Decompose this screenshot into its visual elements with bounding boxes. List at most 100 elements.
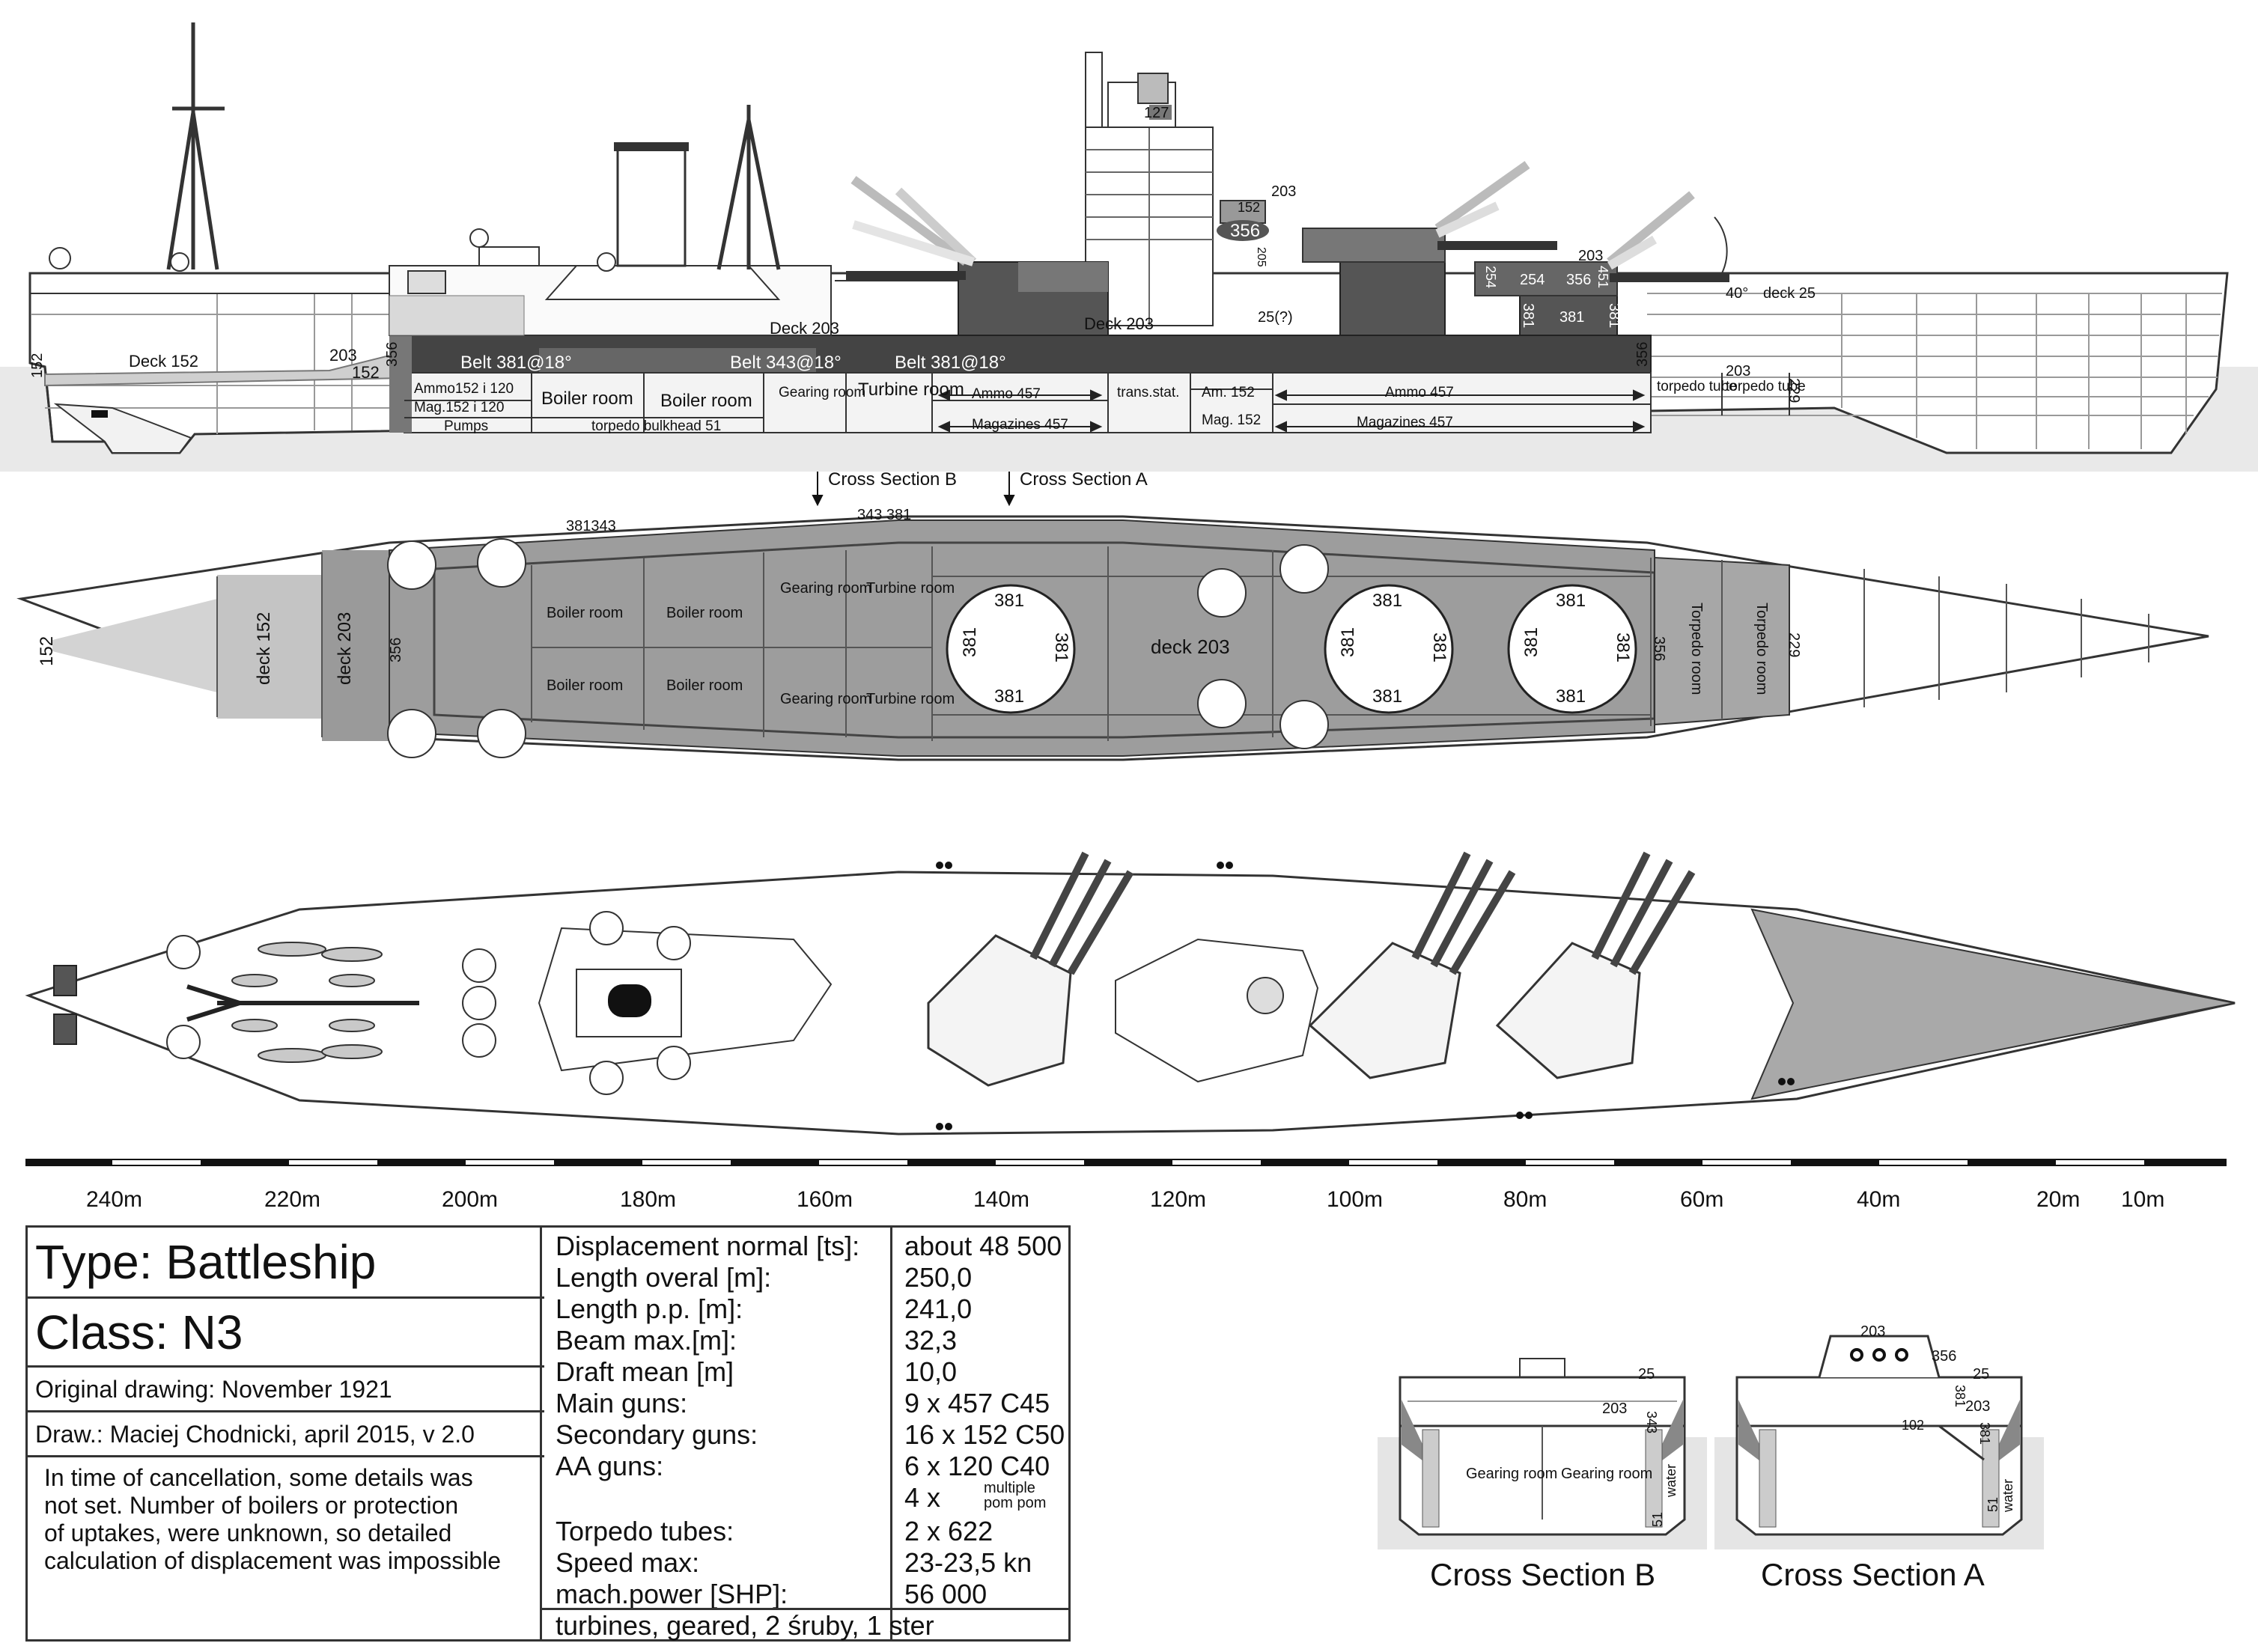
elevation-label: 40° <box>1726 285 1748 302</box>
spec-row: Length p.p. [m]:241,0 <box>556 1293 973 1324</box>
spec-row: Main guns: 9 x 457 C45 <box>556 1388 1050 1418</box>
svg-text:381: 381 <box>1051 633 1071 662</box>
pompom-note: multiple <box>984 1480 1035 1496</box>
scale-label: 10m <box>2121 1187 2164 1212</box>
xs-armor-value: 25 <box>1638 1366 1655 1383</box>
funnel-opening <box>608 984 651 1017</box>
type-box: Type: Battleship Class: N3 Original draw… <box>25 1225 544 1642</box>
scale-label: 100m <box>1327 1187 1383 1212</box>
armor-value: 203 <box>1726 363 1750 380</box>
xs-armor-value: 51 <box>1650 1512 1665 1527</box>
gun-barrels <box>1029 851 1696 975</box>
turret-profile-a <box>1302 161 1557 336</box>
xs-compartment: Gearing room <box>1466 1466 1557 1482</box>
xs-armor-value: 356 <box>1932 1348 1956 1365</box>
spec-row: Length overal [m]:250,0 <box>556 1262 973 1293</box>
armor-value: 343 381 <box>857 507 911 523</box>
ship-class: Class: N3 <box>28 1299 544 1368</box>
belt-label: Belt 343@18° <box>730 353 842 373</box>
scale-label: 60m <box>1680 1187 1723 1212</box>
cancellation-note: In time of cancellation, some details wa… <box>44 1464 502 1574</box>
bollards <box>936 862 1795 1130</box>
svg-text:381: 381 <box>1521 627 1542 657</box>
cross-section-b-title: Cross Section B <box>1430 1557 1656 1592</box>
armor-value: 152 <box>1238 200 1260 215</box>
compartment-label: Ammo152 i 120 <box>414 381 514 397</box>
armor-value: 127 <box>1144 105 1169 121</box>
scale-label: 80m <box>1503 1187 1547 1212</box>
compartment-label: Boiler room <box>541 388 633 409</box>
armor-value: 451 <box>1595 266 1610 288</box>
plan-compartment: Boiler room <box>666 677 743 694</box>
specifications-table: Displacement normal [ts]:about 48 500 Le… <box>542 1225 1071 1642</box>
svg-text:381: 381 <box>994 591 1024 611</box>
scale-label: 220m <box>264 1187 320 1212</box>
deck-203-label: Deck 203 <box>1084 314 1154 333</box>
author-credit: Draw.: Maciej Chodnicki, april 2015, v 2… <box>28 1412 544 1457</box>
scale-label: 160m <box>797 1187 853 1212</box>
deck-203-label: Deck 203 <box>770 319 839 338</box>
turret-profile-aft <box>835 176 1109 336</box>
secondary-guns <box>166 911 691 1095</box>
spec-row: mach.power [SHP]:56 000 <box>556 1579 988 1609</box>
main-turrets <box>927 934 1641 1087</box>
xs-armor-value: 381 <box>1953 1385 1968 1407</box>
plan-armor-value: 356 <box>388 638 404 662</box>
cross-section-b: 25 203 343 Gearing room Gearing room 51 … <box>1378 1358 1707 1549</box>
scale-label: 20m <box>2036 1187 2080 1212</box>
svg-text:381: 381 <box>994 686 1024 707</box>
svg-text:381: 381 <box>1429 633 1449 662</box>
armor-value: 254 <box>1520 272 1545 288</box>
armor-value: 381 <box>1520 303 1536 328</box>
plan-compartment: Turbine room <box>866 691 955 707</box>
armor-value: 229 <box>1786 378 1802 403</box>
armor-plan-view: 381343 343 381 152 deck 152 deck 203 356… <box>16 507 2209 761</box>
spec-row: Torpedo tubes: 2 x 622 <box>556 1516 993 1546</box>
cross-section-a-title: Cross Section A <box>1761 1557 1985 1592</box>
spec-row: Beam max.[m]:32,3 <box>556 1325 958 1356</box>
scale-label: 180m <box>620 1187 676 1212</box>
compartment-label: Magazines 457 <box>1357 415 1453 430</box>
aa-guns <box>53 965 77 1045</box>
plan-compartment: Turbine room <box>866 580 955 597</box>
armor-value: 356 <box>384 342 401 367</box>
xs-armor-value: 102 <box>1902 1418 1924 1433</box>
forecastle <box>1750 908 2236 1100</box>
deck-25-label: deck 25 <box>1763 285 1816 302</box>
svg-text:381: 381 <box>1372 686 1402 707</box>
armor-value: 381343 <box>566 518 616 534</box>
spec-row: Speed max:23-23,5 kn <box>556 1547 1032 1578</box>
original-drawing: Original drawing: November 1921 <box>28 1368 544 1412</box>
xs-armor-value: 203 <box>1602 1400 1627 1417</box>
scale-label: 140m <box>973 1187 1029 1212</box>
ship-type: Type: Battleship <box>28 1228 544 1299</box>
armor-value: 152 <box>352 363 380 382</box>
svg-text:381: 381 <box>1338 627 1358 657</box>
plan-compartment: Torpedo room <box>1753 603 1770 695</box>
xs-armor-value: 381 <box>1977 1422 1992 1445</box>
belt-label: Belt 381@18° <box>460 353 572 373</box>
svg-text:381: 381 <box>1372 591 1402 611</box>
compartment-label: Mag. 152 <box>1202 412 1261 428</box>
plan-compartment: Boiler room <box>547 677 623 694</box>
deck-152-plan: deck 152 <box>254 612 274 685</box>
compartment-label: Turbine room <box>858 380 964 400</box>
uptake-circles <box>387 538 1329 758</box>
plan-compartment: Gearing room <box>780 580 871 597</box>
compartment-label: trans.stat. <box>1117 385 1179 400</box>
scale-label: 240m <box>86 1187 142 1212</box>
spec-row: Draft mean [m]10,0 <box>556 1356 958 1387</box>
plan-compartment: Torpedo room <box>1688 603 1705 695</box>
compartment-label: Magazines 457 <box>972 417 1068 433</box>
xs-armor-value: 343 <box>1644 1411 1659 1433</box>
spec-row: Displacement normal [ts]:about 48 500 <box>556 1231 1062 1261</box>
plan-compartment: Gearing room <box>780 691 871 707</box>
xs-water: water <box>2000 1479 2015 1513</box>
cross-section-a: 203 356 25 381 203 102 381 51 water <box>1714 1323 2044 1549</box>
xs-armor-value: 203 <box>1965 1398 1990 1415</box>
compartment-label: torpedo tube <box>1726 379 1806 394</box>
armor-value: 381 <box>1606 303 1622 328</box>
xs-water: water <box>1664 1464 1679 1498</box>
deck-203-plan: deck 203 <box>335 612 355 685</box>
